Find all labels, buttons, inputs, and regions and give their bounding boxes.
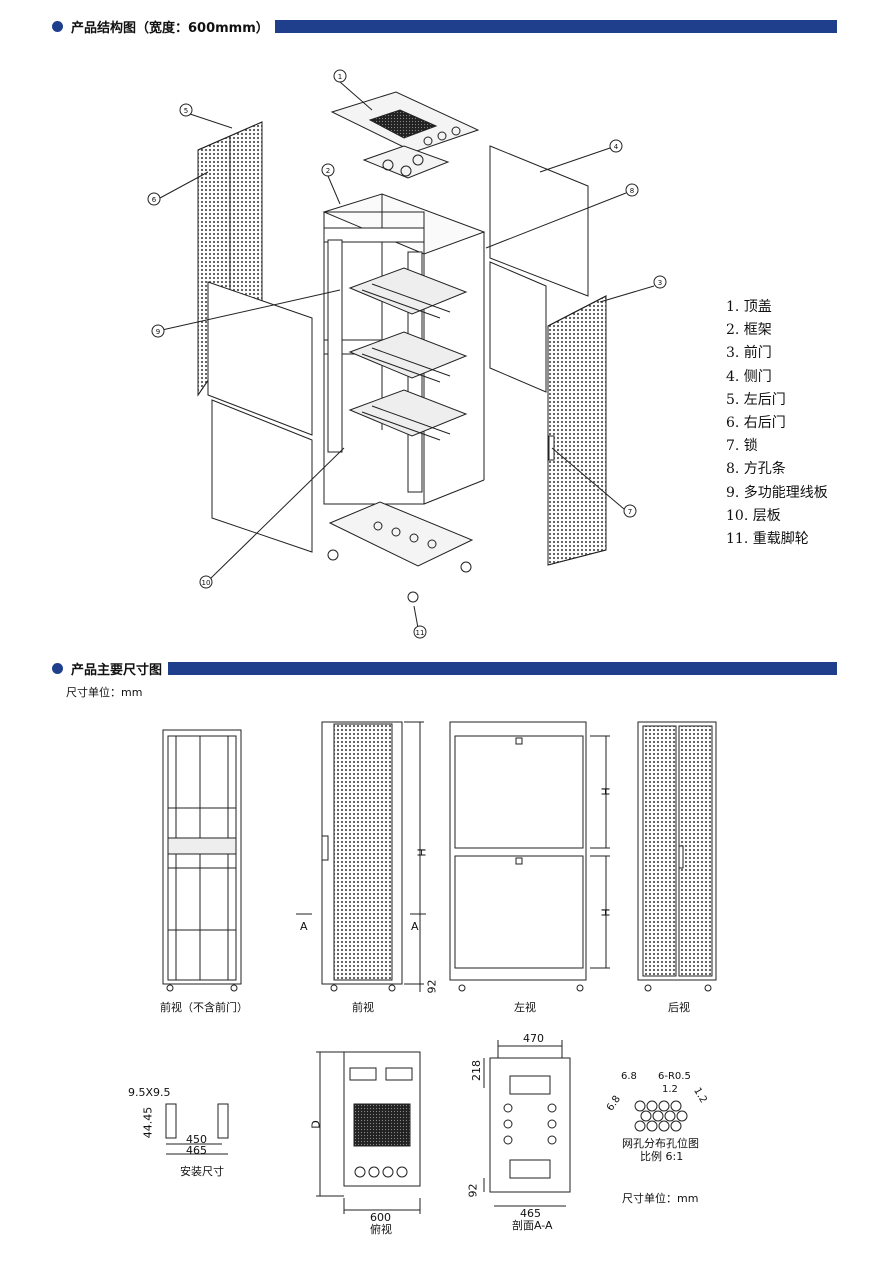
- dim-mount-450: 450: [186, 1133, 207, 1146]
- dim-mesh-12: 1.2: [662, 1084, 678, 1095]
- bullet-icon: [52, 662, 63, 674]
- legend-item: 7. 锁: [726, 438, 758, 455]
- legend-item: 8. 方孔条: [726, 461, 786, 478]
- caption-top: 俯视: [370, 1223, 392, 1236]
- legend-item: 6. 右后门: [726, 415, 786, 432]
- legend-item: 11. 重载脚轮: [726, 531, 809, 548]
- dim-465-section: 465: [520, 1207, 541, 1220]
- dim-mount-465: 465: [186, 1144, 207, 1157]
- rear-view-drawing: [637, 721, 717, 992]
- frame: [322, 193, 486, 505]
- legend-item: 4. 侧门: [726, 368, 772, 385]
- callout-10: 10: [202, 579, 211, 587]
- callout-4: 4: [614, 143, 619, 151]
- dim-218: 218: [470, 1060, 483, 1081]
- callout-6: 6: [152, 196, 157, 204]
- mesh-scale: 比例 6:1: [640, 1150, 684, 1163]
- dim-a-left: A: [300, 920, 308, 933]
- section-header-structure: 产品结构图（宽度：600mmm）: [52, 18, 837, 36]
- caption-left: 左视: [514, 1001, 536, 1014]
- callout-1: 1: [338, 73, 342, 81]
- dim-470: 470: [523, 1032, 544, 1045]
- parts-legend: 1. 顶盖 2. 框架 3. 前门 4. 侧门 5. 左后门 6. 右后门 7.…: [726, 296, 828, 551]
- title-bar: [274, 19, 837, 33]
- callout-5: 5: [184, 107, 188, 115]
- caption-rear: 后视: [668, 1001, 690, 1014]
- legend-item: 5. 左后门: [726, 391, 786, 408]
- dim-mesh-68a: 6.8: [621, 1071, 637, 1082]
- callout-7: 7: [628, 508, 632, 516]
- left-view-drawing: [449, 721, 610, 992]
- section-title-structure: 产品结构图（宽度：600mmm）: [71, 20, 269, 36]
- legend-item: 9. 多功能理线板: [726, 484, 828, 501]
- front-view-no-door-drawing: [162, 729, 242, 992]
- legend-item: 1. 顶盖: [726, 299, 772, 315]
- dim-h-front: H: [415, 848, 429, 857]
- dim-mount-hole: 9.5X9.5: [128, 1086, 171, 1099]
- top-view-drawing: [316, 1051, 421, 1214]
- dim-d: D: [309, 1120, 323, 1129]
- dim-h-lower: H: [599, 908, 613, 917]
- dim-h-upper: H: [599, 787, 613, 796]
- unit-note: 尺寸单位：mm: [66, 686, 143, 699]
- dim-600: 600: [370, 1211, 391, 1224]
- mount-dimension-drawing: [165, 1103, 229, 1155]
- title-bar: [168, 661, 837, 675]
- caption-front-no-door: 前视（不含前门）: [160, 1001, 248, 1014]
- caption-mount: 安装尺寸: [180, 1165, 224, 1178]
- unit-note-bottom: 尺寸单位：mm: [622, 1192, 699, 1205]
- legend-item: 2. 框架: [726, 322, 772, 339]
- mesh-title: 网孔分布孔位图: [622, 1137, 699, 1150]
- dim-mount-height: 44.45: [141, 1106, 155, 1139]
- dim-92-section: 92: [466, 1183, 480, 1198]
- caption-front: 前视: [352, 1001, 374, 1014]
- legend-item: 3. 前门: [726, 345, 772, 362]
- callout-2: 2: [326, 167, 330, 175]
- bullet-icon: [52, 20, 63, 32]
- dim-a-right: A: [411, 920, 419, 933]
- dim-92-front: 92: [425, 979, 439, 994]
- legend-item: 10. 层板: [726, 507, 781, 524]
- mesh-hole-pattern-drawing: [634, 1100, 688, 1132]
- front-view-drawing: [296, 721, 426, 992]
- side-door-top: [489, 145, 589, 297]
- callout-9: 9: [156, 328, 160, 336]
- callout-8: 8: [630, 187, 634, 195]
- front-door: [547, 295, 607, 566]
- caption-section: 剖面A-A: [512, 1219, 553, 1232]
- callout-11: 11: [416, 629, 425, 637]
- section-title-dimensions: 产品主要尺寸图: [71, 662, 163, 678]
- section-aa-drawing: [483, 1040, 571, 1207]
- section-header-dimensions: 产品主要尺寸图: [52, 660, 837, 678]
- callout-3: 3: [658, 279, 662, 287]
- dim-mesh-r: 6-R0.5: [658, 1071, 691, 1082]
